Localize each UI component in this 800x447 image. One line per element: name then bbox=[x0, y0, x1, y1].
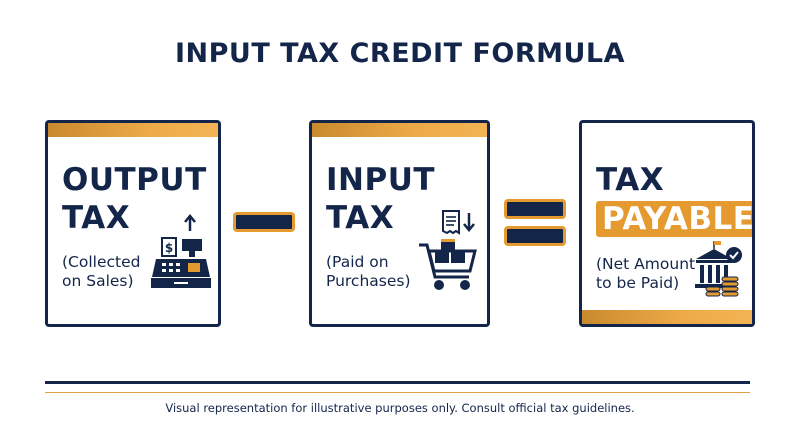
input-tax-heading: INPUT TAX bbox=[326, 161, 435, 237]
heading-line-1: INPUT bbox=[326, 162, 436, 198]
output-tax-heading: OUTPUT TAX bbox=[62, 161, 207, 237]
input-tax-subtitle: (Paid on Purchases) bbox=[326, 253, 411, 290]
equals-operator-top bbox=[504, 199, 566, 219]
heading-line-1: TAX bbox=[596, 162, 665, 198]
output-tax-subtitle: (Collected on Sales) bbox=[62, 253, 141, 290]
tax-payable-heading: TAX PAYABLE bbox=[596, 161, 752, 238]
heading-line-2: TAX bbox=[326, 200, 395, 236]
heading-line-1: OUTPUT bbox=[62, 162, 207, 198]
footer-divider-accent bbox=[45, 392, 750, 393]
tax-payable-subtitle: (Net Amount to be Paid) bbox=[596, 255, 696, 292]
page-title: INPUT TAX CREDIT FORMULA bbox=[174, 38, 625, 69]
tax-payable-card: TAX PAYABLE (Net Amount to be Paid) bbox=[579, 120, 755, 327]
cash-register-icon: $ bbox=[148, 211, 214, 295]
shopping-cart-icon bbox=[417, 207, 483, 299]
card-top-band bbox=[48, 123, 218, 137]
footer-divider bbox=[45, 381, 750, 384]
card-bottom-band bbox=[582, 310, 752, 324]
disclaimer-text: Visual representation for illustrative p… bbox=[165, 401, 635, 415]
heading-line-2: TAX bbox=[62, 200, 131, 236]
input-tax-card: INPUT TAX (Paid on Purchases) bbox=[309, 120, 490, 327]
output-tax-card: OUTPUT TAX (Collected on Sales) $ bbox=[45, 120, 221, 327]
equals-operator-bottom bbox=[504, 226, 566, 246]
card-top-band bbox=[312, 123, 487, 137]
bank-coins-icon bbox=[694, 241, 746, 303]
svg-text:$: $ bbox=[165, 241, 173, 255]
payable-highlight: PAYABLE bbox=[596, 201, 752, 237]
minus-operator bbox=[233, 212, 295, 232]
